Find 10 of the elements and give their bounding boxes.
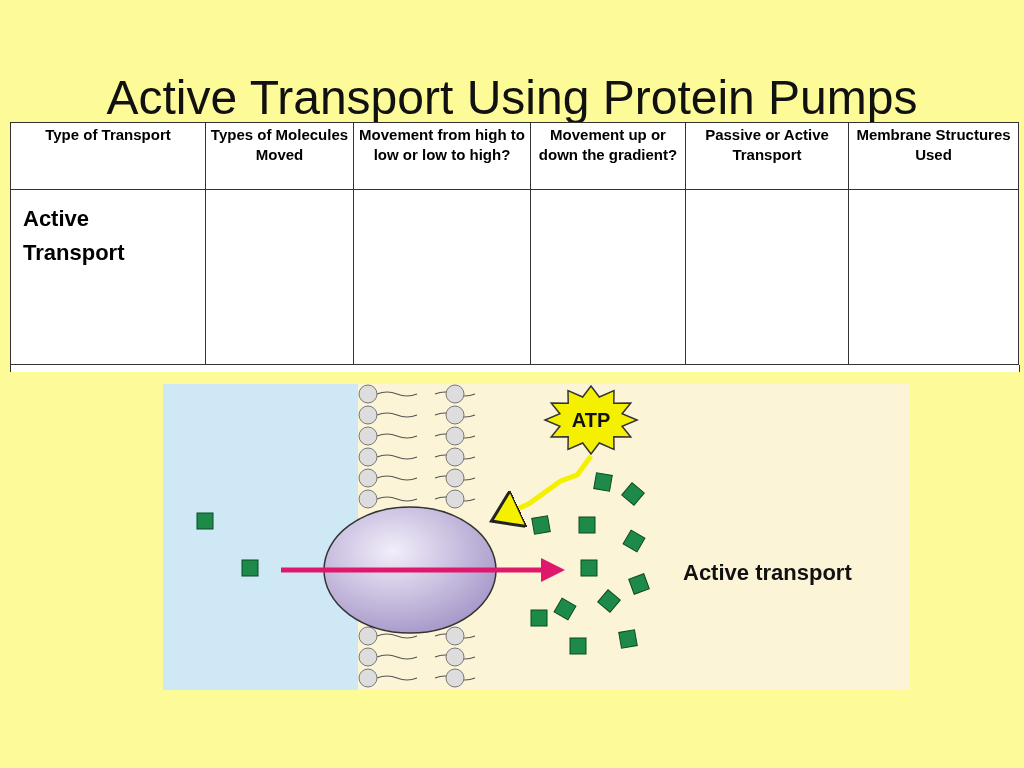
row-header: Active Transport xyxy=(10,189,206,365)
lightning-arrow xyxy=(489,454,594,529)
column-header: Type of Transport xyxy=(10,122,206,190)
column-header: Membrane Structures Used xyxy=(848,122,1019,190)
process-label: Active transport xyxy=(683,560,852,586)
column-header: Types of Molecules Moved xyxy=(205,122,354,190)
column-header: Movement up or down the gradient? xyxy=(530,122,686,190)
column-header: Movement from high to low or low to high? xyxy=(353,122,531,190)
column-header: Passive or Active Transport xyxy=(685,122,849,190)
energy-label: ATP xyxy=(570,408,612,432)
